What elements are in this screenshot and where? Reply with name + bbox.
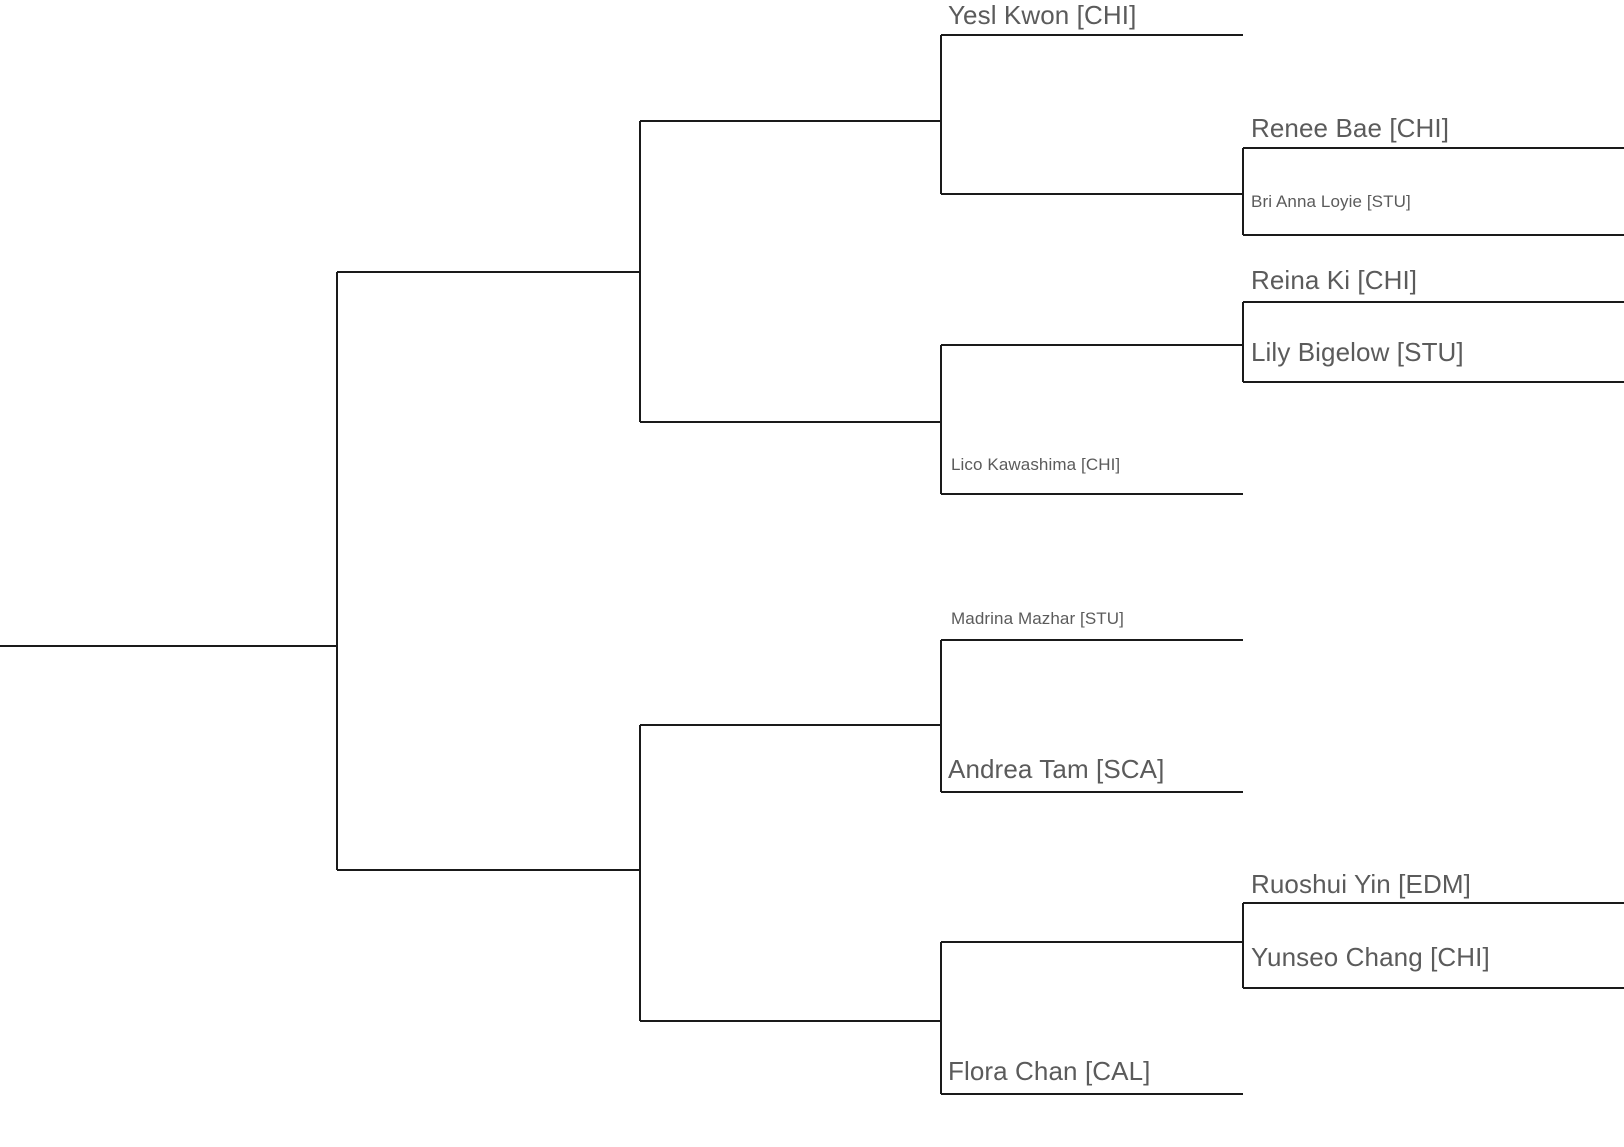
entrant-label-ruoshui-yin[interactable]: Ruoshui Yin [EDM] [1251,869,1471,899]
entrant-label-lico-kawashima[interactable]: Lico Kawashima [CHI] [951,455,1121,474]
entrant-label-andrea-tam[interactable]: Andrea Tam [SCA] [948,754,1165,784]
entrant-label-madrina-mazhar[interactable]: Madrina Mazhar [STU] [951,609,1124,628]
entrant-label-bri-anna-loyie[interactable]: Bri Anna Loyie [STU] [1251,192,1411,211]
entrant-label-lily-bigelow[interactable]: Lily Bigelow [STU] [1251,337,1464,367]
entrant-label-yunseo-chang[interactable]: Yunseo Chang [CHI] [1251,942,1490,972]
entrant-label-flora-chan[interactable]: Flora Chan [CAL] [948,1056,1151,1086]
entrant-label-reina-ki[interactable]: Reina Ki [CHI] [1251,265,1418,295]
entrant-label-yesl-kwon[interactable]: Yesl Kwon [CHI] [948,0,1137,30]
entrant-label-renee-bae[interactable]: Renee Bae [CHI] [1251,113,1450,143]
